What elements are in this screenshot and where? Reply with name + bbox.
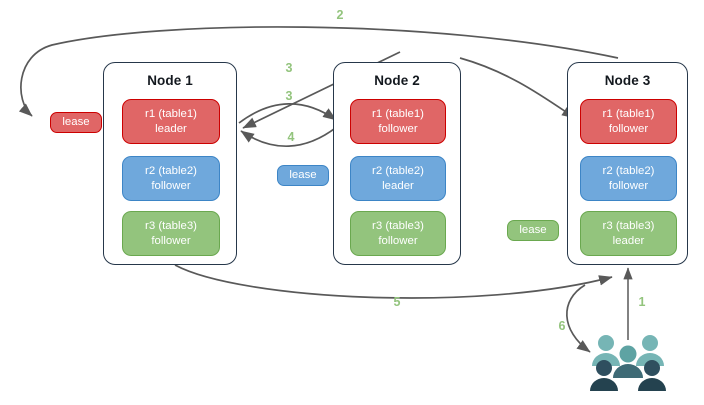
lease-label: lease <box>519 224 547 236</box>
replica-name: r1 (table1) <box>372 108 424 120</box>
replica-name: r1 (table1) <box>145 108 197 120</box>
step-label-3a: 3 <box>285 61 293 75</box>
step-label-1: 1 <box>638 295 646 309</box>
arrow-step-6 <box>566 284 591 353</box>
replica-n3-r2[interactable]: r2 (table2) follower <box>580 156 677 201</box>
replica-role: leader <box>155 122 187 135</box>
replica-name: r3 (table3) <box>145 220 197 232</box>
replica-name: r2 (table2) <box>145 165 197 177</box>
replica-name: r3 (table3) <box>372 220 424 232</box>
replica-role: follower <box>378 122 418 135</box>
replica-n2-r2[interactable]: r2 (table2) leader <box>350 156 446 201</box>
replica-n2-r3[interactable]: r3 (table3) follower <box>350 211 446 256</box>
arrow-step-3c <box>459 57 576 119</box>
step-label-6: 6 <box>558 319 566 333</box>
replica-role: leader <box>382 179 414 192</box>
lease-label: lease <box>62 116 90 128</box>
replica-name: r3 (table3) <box>602 220 655 232</box>
node-box-node3[interactable]: Node 3 r1 (table1) follower r2 (table2) … <box>567 62 688 265</box>
node-title-node2: Node 2 <box>374 73 420 88</box>
replica-n1-r1[interactable]: r1 (table1) leader <box>122 99 220 144</box>
replica-name: r2 (table2) <box>602 165 655 177</box>
replica-name: r2 (table2) <box>372 165 424 177</box>
replica-role: leader <box>612 234 645 247</box>
replica-role: follower <box>151 234 191 247</box>
node-title-node3: Node 3 <box>604 73 651 88</box>
arrow-step-3b <box>238 103 337 124</box>
arrow-step-5 <box>174 264 613 299</box>
step-label-5: 5 <box>393 295 401 309</box>
step-label-3b: 3 <box>285 89 293 103</box>
lease-badge-r2[interactable]: lease <box>277 165 329 186</box>
node-box-node2[interactable]: Node 2 r1 (table1) follower r2 (table2) … <box>333 62 461 265</box>
replica-role: follower <box>151 179 191 192</box>
client-users-group[interactable] <box>588 332 670 394</box>
step-label-2: 2 <box>336 8 344 22</box>
replica-n3-r1[interactable]: r1 (table1) follower <box>580 99 677 144</box>
step-label-4: 4 <box>287 130 295 144</box>
lease-label: lease <box>289 169 317 181</box>
lease-badge-r1[interactable]: lease <box>50 112 102 133</box>
replica-n1-r2[interactable]: r2 (table2) follower <box>122 156 220 201</box>
replica-name: r1 (table1) <box>602 108 655 120</box>
lease-badge-r3[interactable]: lease <box>507 220 559 241</box>
replica-role: follower <box>378 234 418 247</box>
node-box-node1[interactable]: Node 1 r1 (table1) leader r2 (table2) fo… <box>103 62 237 265</box>
replica-role: follower <box>608 122 649 135</box>
node-title-node1: Node 1 <box>147 73 193 88</box>
replica-role: follower <box>608 179 649 192</box>
users-icon <box>590 335 666 391</box>
replica-n1-r3[interactable]: r3 (table3) follower <box>122 211 220 256</box>
replica-n3-r3[interactable]: r3 (table3) leader <box>580 211 677 256</box>
replica-n2-r1[interactable]: r1 (table1) follower <box>350 99 446 144</box>
